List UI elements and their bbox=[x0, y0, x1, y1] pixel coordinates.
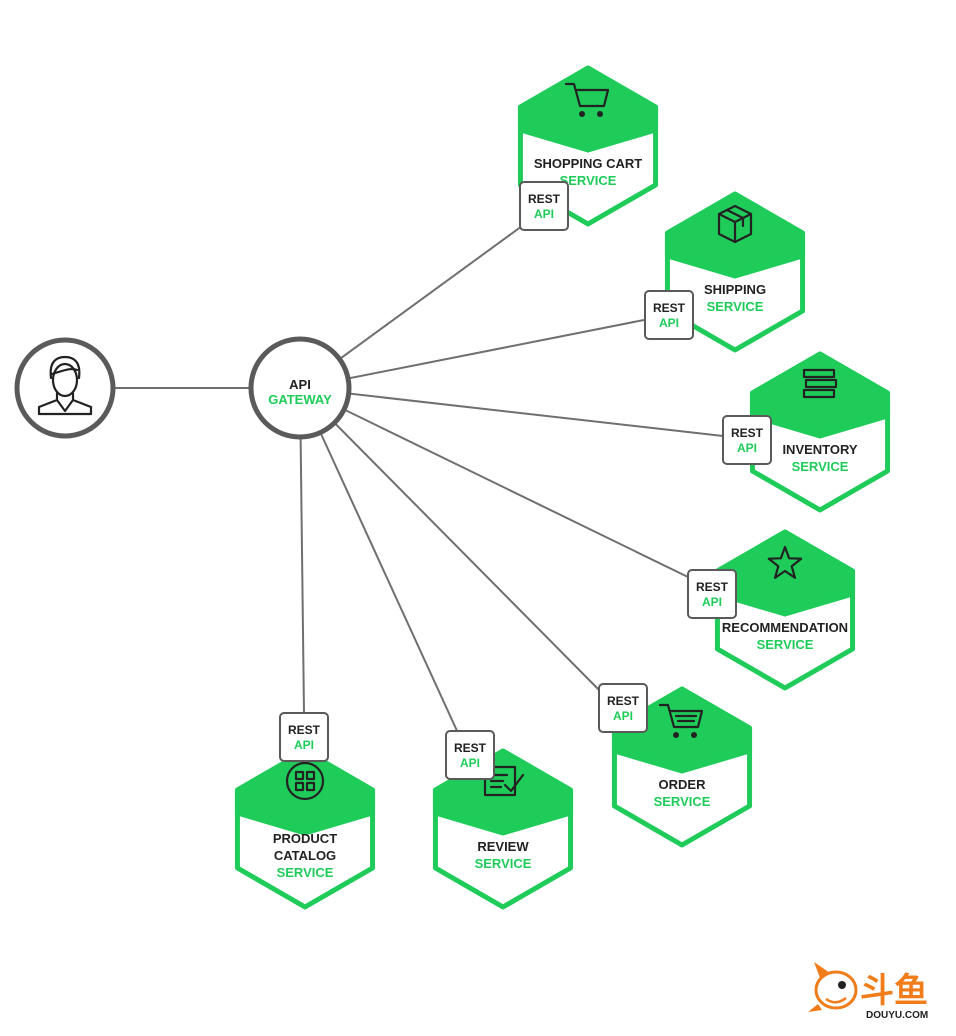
service-kind: SERVICE bbox=[654, 794, 711, 809]
badge-line1: REST bbox=[696, 580, 729, 594]
edge-gateway-inventory bbox=[299, 387, 724, 437]
gateway-label-line1: API bbox=[289, 377, 311, 392]
service-name: RECOMMENDATION bbox=[722, 620, 848, 635]
services: SHOPPING CARTSERVICESHIPPINGSERVICEINVEN… bbox=[234, 65, 891, 910]
service-hexagon-cap bbox=[517, 65, 659, 153]
fish-mascot-icon bbox=[808, 962, 858, 1012]
stack-icon bbox=[802, 368, 838, 399]
badge-line1: REST bbox=[288, 723, 321, 737]
badge-line2: API bbox=[737, 441, 757, 455]
connections bbox=[113, 217, 724, 734]
service-name: REVIEW bbox=[477, 839, 529, 854]
badge-line1: REST bbox=[454, 741, 487, 755]
service-order: ORDER SERVICE bbox=[611, 686, 753, 848]
star-icon bbox=[767, 545, 803, 579]
service-name: INVENTORY bbox=[782, 442, 857, 457]
service-kind: SERVICE bbox=[707, 299, 764, 314]
service-inventory: INVENTORY SERVICE bbox=[749, 351, 891, 513]
badge-line2: API bbox=[534, 207, 554, 221]
service-shipping: SHIPPING SERVICE bbox=[664, 191, 806, 353]
badge-line1: REST bbox=[653, 301, 686, 315]
grid-catalog-icon bbox=[285, 761, 325, 801]
service-kind: SERVICE bbox=[560, 173, 617, 188]
service-name: ORDER bbox=[659, 777, 707, 792]
badge-line1: REST bbox=[731, 426, 764, 440]
badge-line2: API bbox=[659, 316, 679, 330]
badge-line2: API bbox=[460, 756, 480, 770]
badge-line2: API bbox=[613, 709, 633, 723]
edge-gateway-shipping bbox=[299, 319, 645, 389]
watermark-domain: DOUYU.COM bbox=[866, 1010, 928, 1021]
client-node bbox=[14, 337, 116, 439]
service-hexagon-cap bbox=[749, 351, 891, 439]
api-gateway-node: API GATEWAY bbox=[248, 336, 352, 440]
gateway-label-line2: GATEWAY bbox=[268, 392, 332, 407]
cart-list-icon bbox=[658, 703, 704, 738]
service-product-catalog: PRODUCT CATALOG SERVICE bbox=[234, 748, 376, 910]
shopping-cart-icon bbox=[564, 82, 610, 117]
service-kind: SERVICE bbox=[757, 637, 814, 652]
rest-api-badges: RESTAPIRESTAPIRESTAPIRESTAPIRESTAPIRESTA… bbox=[279, 181, 772, 780]
edge-gateway-review bbox=[299, 387, 459, 734]
service-hexagon-cap bbox=[611, 686, 753, 774]
badge-line1: REST bbox=[528, 192, 561, 206]
badge-line2: API bbox=[294, 738, 314, 752]
douyu-watermark: 斗鱼 DOUYU.COM bbox=[808, 962, 928, 1021]
service-recommendation: RECOMMENDATION SERVICE bbox=[714, 529, 856, 691]
service-name: SHIPPING bbox=[704, 282, 766, 297]
service-kind: SERVICE bbox=[475, 856, 532, 871]
service-name: PRODUCT bbox=[273, 831, 337, 846]
service-kind: SERVICE bbox=[277, 865, 334, 880]
edge-gateway-product-catalog bbox=[299, 387, 305, 715]
watermark-brand: 斗鱼 bbox=[860, 972, 928, 1010]
badge-line2: API bbox=[702, 595, 722, 609]
service-name: SHOPPING CART bbox=[534, 156, 642, 171]
user-icon bbox=[37, 355, 93, 416]
badge-line1: REST bbox=[607, 694, 640, 708]
service-hexagon-cap bbox=[714, 529, 856, 617]
edge-gateway-order bbox=[299, 387, 607, 698]
service-name: CATALOG bbox=[274, 848, 336, 863]
service-kind: SERVICE bbox=[792, 459, 849, 474]
edge-gateway-recommendation bbox=[299, 387, 691, 579]
package-box-icon bbox=[717, 204, 753, 244]
